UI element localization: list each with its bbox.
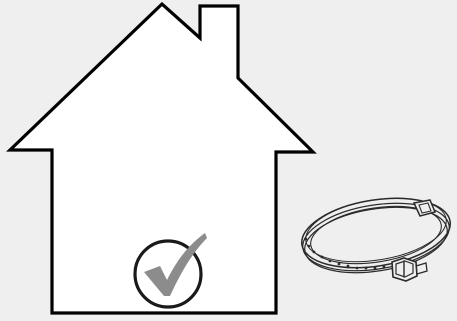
strap-tip	[414, 200, 435, 216]
house-outline-icon	[10, 4, 313, 313]
buckle	[392, 258, 427, 281]
coiled-strap-with-buckle-icon	[297, 189, 455, 282]
